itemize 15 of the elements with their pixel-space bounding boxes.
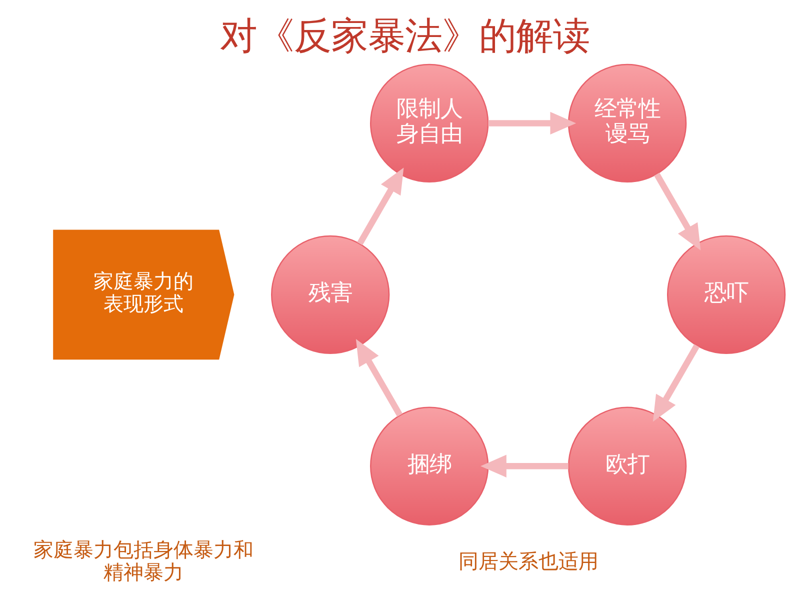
node-circle: 捆绑 <box>370 406 488 526</box>
node-circle: 限制人身自由 <box>370 64 488 183</box>
node-circle: 欧打 <box>567 406 686 526</box>
label: 同居关系也适用 <box>458 548 598 573</box>
node-circle: 残害 <box>270 235 390 354</box>
diagram-title: 对《反家暴法》的解读 <box>220 13 590 58</box>
arrow <box>652 344 700 422</box>
label: 家庭暴力包括身体暴力和精神暴力 <box>33 538 254 584</box>
arrow <box>488 112 576 135</box>
node-circle: 经常性谩骂 <box>567 64 686 183</box>
arrow <box>355 339 402 417</box>
node-circle: 恐吓 <box>666 235 786 354</box>
arrow <box>654 172 700 250</box>
arrow <box>356 168 404 246</box>
arrow <box>480 454 568 478</box>
